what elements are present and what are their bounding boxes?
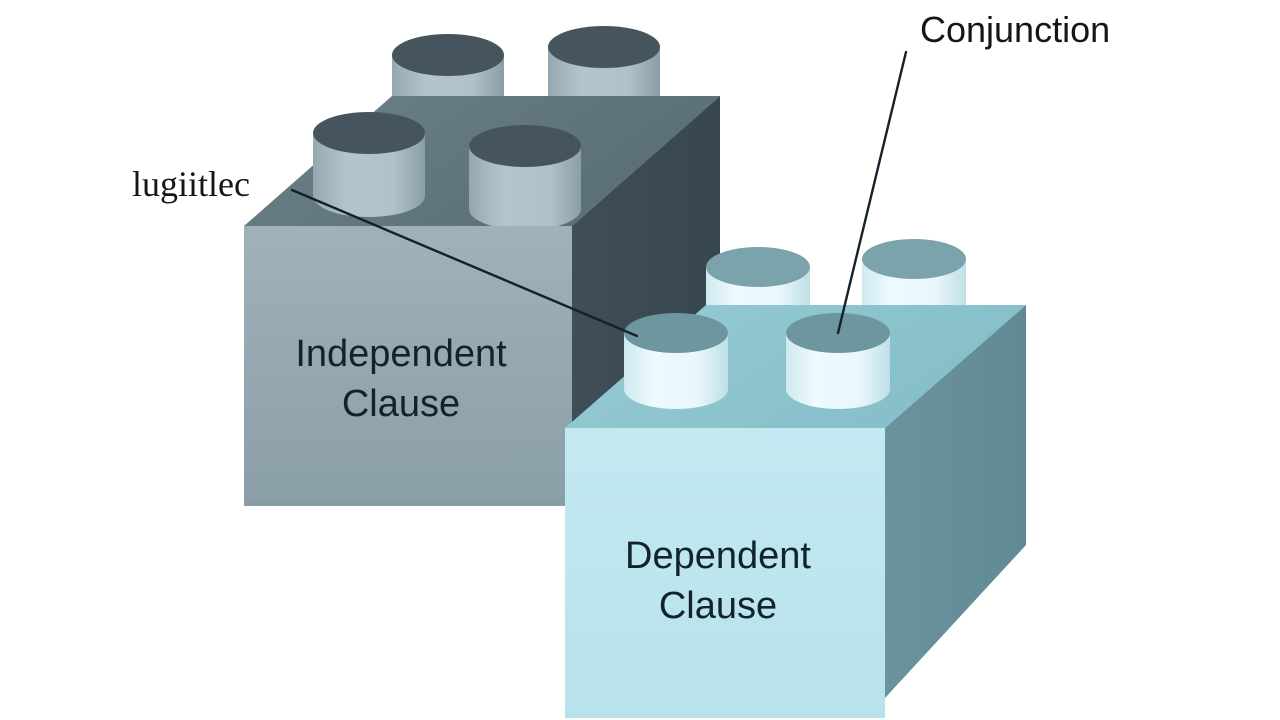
stud-front-left	[313, 112, 425, 217]
brick-dependent-front-face	[565, 428, 885, 718]
brick-dependent-label-line2: Clause	[659, 585, 777, 627]
stud-blue-front-right	[786, 313, 890, 409]
brick-independent-clause[interactable]: Independent Clause	[244, 26, 720, 506]
brick-independent-side-face	[572, 96, 720, 430]
callout-label-conjunction: Conjunction	[920, 9, 1110, 50]
brick-independent-label-line2: Clause	[342, 383, 460, 425]
brick-dependent-side-face	[885, 305, 1026, 698]
brick-dependent-label-line1: Dependent	[625, 535, 811, 577]
leader-line-lugiitlec	[290, 188, 639, 338]
stud-blue-front-left	[624, 313, 728, 409]
brick-independent-front-face	[244, 226, 572, 506]
stud-front-right	[469, 125, 581, 230]
stud-group-front	[313, 112, 581, 230]
leader-line-conjunction	[836, 50, 908, 335]
callout-label-lugiitlec: lugiitlec	[132, 164, 250, 204]
brick-independent-label-line1: Independent	[295, 333, 507, 375]
